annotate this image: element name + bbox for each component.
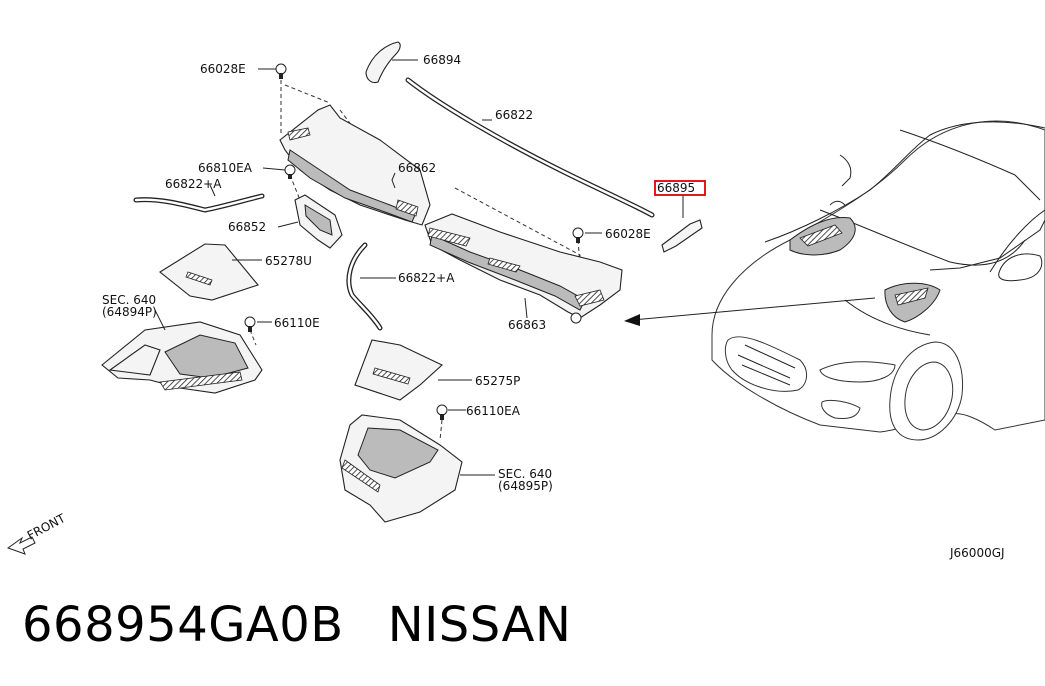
label-66822a-mid: 66822+A [398,271,455,285]
part-number: 668954GA0B [22,597,344,653]
cowl-top-66863 [424,213,623,324]
seal-piece-66895 [661,219,703,253]
panel-64894p [101,321,263,394]
pad-65278u [159,243,259,301]
label-66110e: 66110E [274,316,320,330]
vehicle-illustration [711,120,1045,441]
panel-64895p [339,414,463,523]
label-sec640-b-1: SEC. 640 [498,467,552,481]
cowl-top-66862 [279,104,431,226]
label-66110ea: 66110EA [466,404,521,418]
label-66863: 66863 [508,318,546,332]
caption: 668954GA0B NISSAN [22,597,571,653]
front-arrow-icon [6,536,36,555]
label-66810ea: 66810EA [198,161,253,175]
label-66822: 66822 [495,108,533,122]
location-arrow [624,297,876,326]
weatherstrip-66822a-right [346,242,383,331]
bracket-66852 [294,194,343,249]
pad-65275p [354,339,443,401]
parts-diagram: 66028E 66894 66822 66810EA 66862 66822+A… [6,41,1045,560]
part-labels: 66028E 66894 66822 66810EA 66862 66822+A… [25,53,1005,560]
clips [244,63,584,420]
brand-name: NISSAN [387,597,572,653]
label-sec640-b-2: (64895P) [498,479,553,493]
label-66822a-top: 66822+A [165,177,222,191]
label-65275p: 65275P [475,374,520,388]
label-66862: 66862 [398,161,436,175]
highlight-box [654,180,706,196]
label-sec640-a-1: SEC. 640 [102,293,156,307]
label-66852: 66852 [228,220,266,234]
label-sec640-a-2: (64894P) [102,305,157,319]
weatherstrip-66822 [405,77,655,218]
leader-lines [154,59,684,476]
label-66895: 66895 [657,181,695,195]
label-65278u: 65278U [265,254,312,268]
label-front: FRONT [25,511,68,543]
label-66028e-top: 66028E [200,62,246,76]
label-66028e-right: 66028E [605,227,651,241]
label-66894: 66894 [423,53,461,67]
seal-piece-66894 [365,41,401,84]
diagram-id: J66000GJ [949,546,1005,560]
